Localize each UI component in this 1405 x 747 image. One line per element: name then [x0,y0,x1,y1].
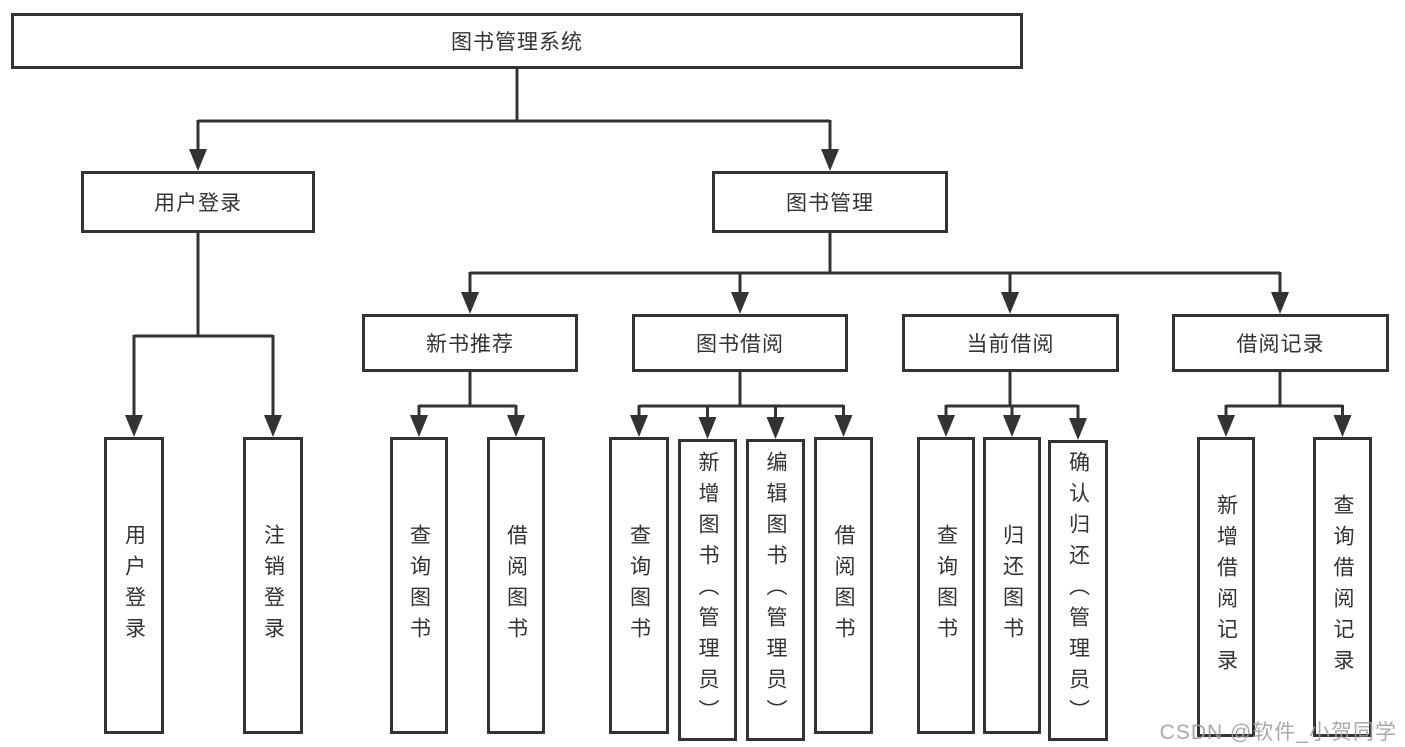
arrowheads-current-borrow [937,415,1087,440]
node-label: 图书管理 [786,192,874,215]
leaf-confirm-return-admin: 确认归还（管理员） [1048,440,1108,741]
csdn-watermark: CSDN @软件_小贺同学 [1159,721,1397,744]
node-label: 借阅图书 [832,523,855,648]
leaf-borrow-books-borrowing: 借阅图书 [814,437,873,734]
node-label: 图书借阅 [696,333,784,356]
node-label: 查询图书 [934,523,958,648]
node-label: 查询借阅记录 [1331,494,1354,680]
leaf-logout: 注销登录 [243,437,303,734]
arrowheads-new-book [410,415,525,437]
node-label: 编辑图书（管理员） [764,450,787,730]
node-label: 图书管理系统 [451,31,583,54]
leaf-edit-books-admin: 编辑图书（管理员） [746,439,805,741]
connector-current-borrow-split [944,372,1080,422]
arrowheads-borrow-records [1217,415,1352,437]
node-new-book-recommendation: 新书推荐 [362,314,578,372]
connector-book-borrow-split [637,372,845,421]
node-borrowing-records: 借阅记录 [1172,314,1389,372]
leaf-add-borrow-record: 新增借阅记录 [1197,437,1255,737]
leaf-add-books-admin: 新增图书（管理员） [678,439,737,741]
node-library-management-system: 图书管理系统 [11,13,1023,69]
node-label: 新增图书（管理员） [696,450,719,730]
node-label: 当前借阅 [966,333,1055,356]
leaf-query-books-borrowing: 查询图书 [609,437,669,734]
node-book-management: 图书管理 [712,171,948,233]
node-label: 新增借阅记录 [1214,494,1238,680]
node-label: 用户登录 [154,192,242,215]
node-current-borrowing: 当前借阅 [902,314,1119,372]
leaf-user-login: 用户登录 [104,437,164,734]
node-label: 确认归还（管理员） [1066,451,1090,730]
connector-root-split [196,69,832,154]
leaf-query-borrow-record: 查询借阅记录 [1313,437,1372,737]
node-label: 用户登录 [122,523,146,648]
arrowheads-level2 [461,292,1289,314]
leaf-return-books: 归还图书 [983,437,1041,734]
node-label: 借阅记录 [1236,333,1325,356]
node-user-login: 用户登录 [81,171,315,233]
arrowheads-user-login [125,415,282,437]
node-label: 注销登录 [261,523,285,648]
connector-borrow-records-split [1224,372,1344,420]
leaf-query-books-recommend: 查询图书 [390,437,448,734]
leaf-borrow-books-recommend: 借阅图书 [487,437,545,734]
node-book-borrowing: 图书借阅 [632,314,848,372]
arrowheads-book-borrow [630,415,853,439]
node-label: 借阅图书 [504,523,528,648]
connector-new-book-split [417,372,518,420]
connector-user-login-split [132,233,275,420]
node-label: 查询图书 [407,523,431,648]
node-label: 查询图书 [627,523,651,648]
node-label: 新书推荐 [426,333,514,356]
node-label: 归还图书 [1000,523,1024,648]
leaf-query-books-current: 查询图书 [917,437,975,734]
connector-book-mgmt-split [468,233,1282,297]
arrowheads-level1 [189,149,839,171]
